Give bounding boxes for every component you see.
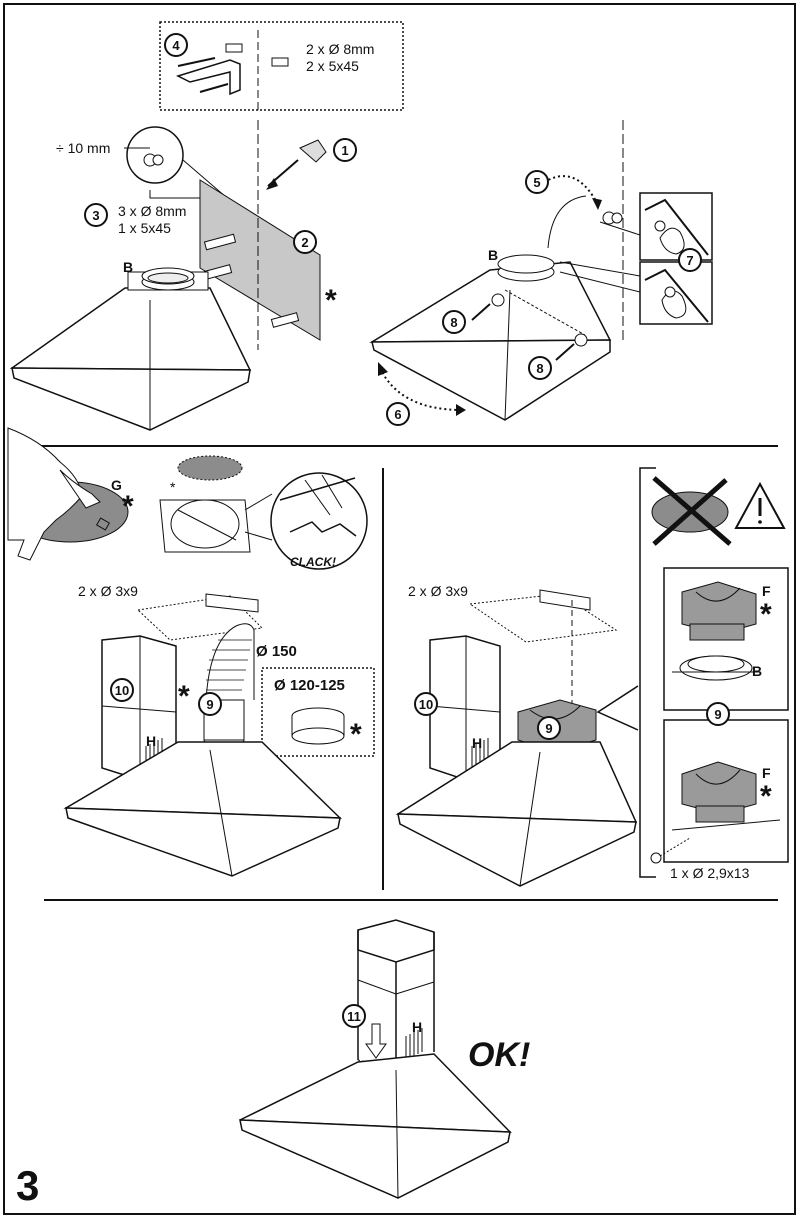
- step-3-label: 3: [92, 208, 99, 223]
- hood-label-b-top-right: B: [488, 247, 498, 263]
- step-11-circle: [342, 1004, 366, 1028]
- step-9b-circle: [537, 716, 561, 740]
- step-8b-label: 8: [536, 361, 543, 376]
- wall-gap-text: ÷ 10 mm: [56, 140, 110, 156]
- panel-top-right: [369, 120, 713, 421]
- flexible-duct: [205, 623, 255, 701]
- step4-box: [159, 21, 404, 111]
- page-number: 3: [16, 1162, 39, 1209]
- step-2-label: 2: [301, 235, 308, 250]
- step-10b-label: 10: [419, 697, 433, 712]
- panel-mid-left: [7, 427, 375, 877]
- step-6-label: 6: [394, 407, 401, 422]
- step-9a-label: 9: [206, 697, 213, 712]
- step-8a-label: 8: [450, 315, 457, 330]
- filter-label-g: G: [111, 477, 122, 493]
- adapter-diameter-text: Ø 120-125: [274, 677, 345, 694]
- step3-screws-text: 1 x 5x45: [118, 220, 171, 236]
- duct-diameter-text: Ø 150: [256, 643, 297, 660]
- filter-label-f-bottom: F: [762, 765, 771, 781]
- asterisk-top-left: *: [325, 284, 337, 317]
- screws-text-mid-left: 2 x Ø 3x9: [78, 583, 138, 599]
- step-1-label: 1: [341, 143, 348, 158]
- filter-label-f-top: F: [762, 583, 771, 599]
- step-3-circle: [84, 203, 108, 227]
- step3-plugs-text: 3 x Ø 8mm: [118, 203, 186, 219]
- step-10a-circle: [110, 678, 134, 702]
- asterisk-filter-g: *: [122, 490, 134, 523]
- panel-bottom: [239, 919, 512, 1199]
- step-7-label: 7: [686, 253, 693, 268]
- hood-top-right: [369, 261, 612, 343]
- step-10b-circle: [414, 692, 438, 716]
- step-1-circle: [333, 138, 357, 162]
- step-8a-circle: [442, 310, 466, 334]
- adapter-box: [261, 667, 375, 757]
- step-10a-label: 10: [115, 683, 129, 698]
- wall-plate: [199, 179, 321, 341]
- step-9b-label: 9: [545, 721, 552, 736]
- step-2-circle: [293, 230, 317, 254]
- clack-text: CLACK!: [290, 555, 336, 569]
- hood-label-b-top-left: B: [123, 259, 133, 275]
- chimney-label-h-bottom: H: [412, 1019, 422, 1035]
- step-5-circle: [525, 170, 549, 194]
- chimney-label-h-mid-left: H: [146, 733, 156, 749]
- step-4-circle: [164, 33, 188, 57]
- detail-box-7a: [639, 192, 713, 261]
- screws-text-mid-right: 2 x Ø 3x9: [408, 583, 468, 599]
- step-9c-label: 9: [714, 707, 721, 722]
- step4-screws-text: 2 x 5x45: [306, 58, 359, 74]
- step-4-label: 4: [172, 38, 180, 53]
- page-frame: [3, 3, 796, 1215]
- asterisk-chimney: *: [178, 680, 190, 713]
- step-5-label: 5: [533, 175, 540, 190]
- step-8b-circle: [528, 356, 552, 380]
- step-markers: 1 2 3 4 5 6 7 8 8 9 9 9 10 10 11: [84, 33, 730, 1028]
- asterisk-small-filter: *: [170, 479, 176, 495]
- asterisk-adapter: *: [350, 718, 362, 751]
- step-6-circle: [386, 402, 410, 426]
- step-9c-circle: [706, 702, 730, 726]
- bottom-screw-text: 1 x Ø 2,9x13: [670, 865, 750, 881]
- asterisk-f-bottom: *: [760, 780, 772, 813]
- step-7-circle: [678, 248, 702, 272]
- panel-mid-right: [395, 467, 789, 887]
- ok-text: OK!: [468, 1036, 530, 1074]
- hood-top-left: [9, 287, 252, 371]
- chimney-label-h-mid-right: H: [472, 735, 482, 751]
- step-9a-circle: [198, 692, 222, 716]
- step4-plugs-text: 2 x Ø 8mm: [306, 41, 374, 57]
- panel-top-left: [9, 21, 404, 431]
- step-11-label: 11: [347, 1009, 361, 1024]
- asterisk-f-top: *: [760, 598, 772, 631]
- hood-label-b-detail: B: [752, 663, 762, 679]
